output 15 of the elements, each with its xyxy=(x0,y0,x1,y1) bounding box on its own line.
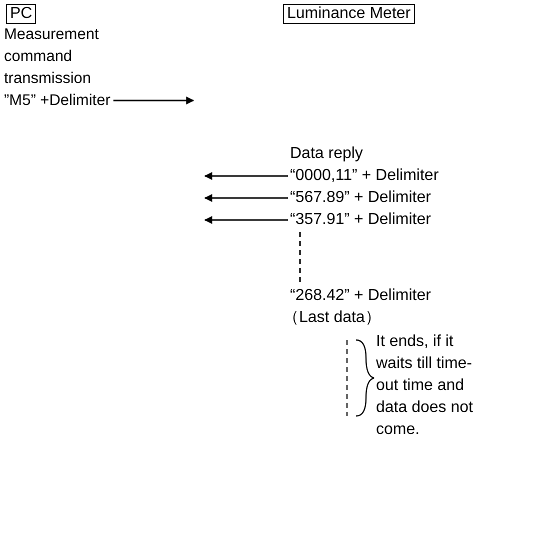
device-box: Luminance Meter xyxy=(283,4,415,24)
command-text: Measurement command transmission ”M5” +Delimiter xyxy=(4,24,126,112)
data-text: “268.42” + Delimiter xyxy=(290,285,460,307)
device-box: PC xyxy=(6,4,36,24)
continuation-line xyxy=(299,232,301,284)
heading-text: Data reply xyxy=(290,144,364,164)
note-text: It ends, if it waits till time-out time and data does not come. xyxy=(376,332,474,440)
data-text: “0000,11” + Delimiter xyxy=(290,165,460,187)
data-text: “357.91” + Delimiter xyxy=(290,209,460,231)
note-text: （Last data） xyxy=(283,308,382,328)
arrow xyxy=(204,194,288,202)
arrow xyxy=(204,216,288,224)
arrow xyxy=(113,96,194,104)
arrow xyxy=(204,172,288,180)
data-text: “567.89” + Delimiter xyxy=(290,187,460,209)
